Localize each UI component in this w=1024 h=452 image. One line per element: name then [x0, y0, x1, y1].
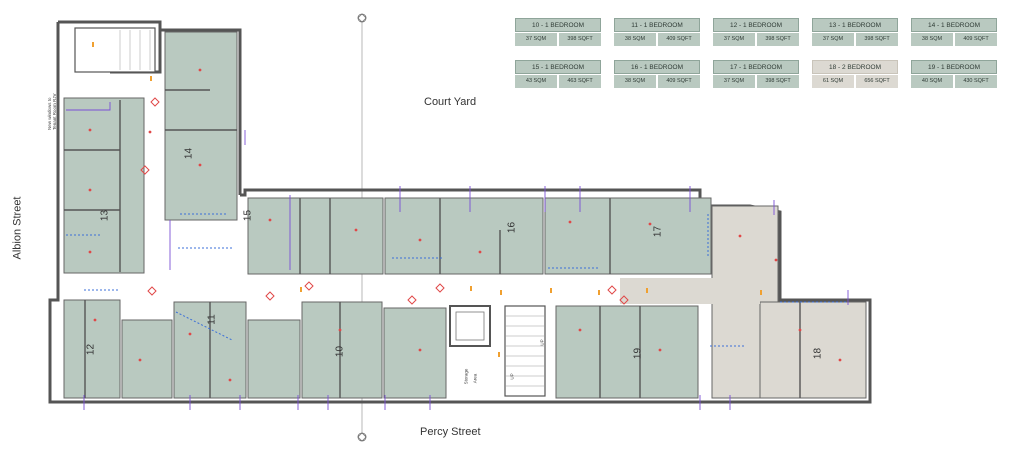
legend-card-sqft: 409 SQFT	[658, 33, 700, 46]
legend-card-17: 17 - 1 BEDROOM 37 SQM 398 SQFT	[713, 60, 799, 88]
apartment-13	[63, 97, 145, 274]
legend-card-sqft: 398 SQFT	[757, 33, 799, 46]
legend-card-14: 14 - 1 BEDROOM 38 SQM 409 SQFT	[911, 18, 997, 46]
legend-card-title: 11 - 1 BEDROOM	[614, 18, 700, 32]
interior-walls	[64, 89, 801, 398]
apartment-16	[384, 197, 544, 275]
window-note-line2: Tenant Room RJV	[52, 93, 57, 130]
service-risers	[66, 102, 849, 410]
legend-card-16: 16 - 1 BEDROOM 38 SQM 409 SQFT	[614, 60, 700, 88]
apartment-12b	[121, 319, 173, 399]
legend-card-title: 10 - 1 BEDROOM	[515, 18, 601, 32]
legend-card-sqm: 61 SQM	[812, 75, 854, 88]
apartment-15	[247, 197, 384, 275]
stair-up-label: UP	[509, 373, 515, 380]
apartment-18	[759, 301, 867, 399]
apartment-10b	[383, 307, 447, 399]
legend-card-sqft: 398 SQFT	[559, 33, 601, 46]
legend-card-sqft: 656 SQFT	[856, 75, 898, 88]
access-markers	[92, 42, 762, 357]
storage-area-label: Area	[472, 373, 478, 384]
legend-card-title: 14 - 1 BEDROOM	[911, 18, 997, 32]
legend-card-sqm: 38 SQM	[614, 33, 656, 46]
court-yard-label: Court Yard	[424, 96, 477, 108]
legend-card-sqft: 430 SQFT	[955, 75, 997, 88]
legend-card-15: 15 - 1 BEDROOM 43 SQM 463 SQFT	[515, 60, 601, 88]
legend-card-10: 10 - 1 BEDROOM 37 SQM 398 SQFT	[515, 18, 601, 46]
legend-card-title: 19 - 1 BEDROOM	[911, 60, 997, 74]
legend-card-sqft: 398 SQFT	[856, 33, 898, 46]
legend-card-sqm: 37 SQM	[713, 75, 755, 88]
unit-number-19: 19	[632, 347, 644, 360]
unit-number-11: 11	[206, 314, 218, 325]
legend-card-title: 12 - 1 BEDROOM	[713, 18, 799, 32]
unit-number-12: 12	[85, 343, 97, 356]
legend-card-title: 18 - 2 BEDROOM	[812, 60, 898, 74]
common-corridor-alt	[620, 278, 760, 304]
axis-marker-top	[357, 13, 367, 23]
fire-doors	[140, 97, 629, 305]
legend-card-sqm: 38 SQM	[911, 33, 953, 46]
legend-card-sqft: 409 SQFT	[955, 33, 997, 46]
unit-number-16: 16	[506, 221, 518, 234]
albion-street-label: Albion Street	[11, 196, 24, 260]
apartment-12	[63, 299, 121, 399]
legend-card-13: 13 - 1 BEDROOM 37 SQM 398 SQFT	[812, 18, 898, 46]
legend-card-title: 15 - 1 BEDROOM	[515, 60, 601, 74]
fire-markers	[88, 68, 842, 382]
legend-card-12: 12 - 1 BEDROOM 37 SQM 398 SQFT	[713, 18, 799, 46]
legend-card-sqm: 43 SQM	[515, 75, 557, 88]
unit-number-17: 17	[652, 225, 664, 238]
apartment-19	[555, 305, 699, 399]
apartment-17	[544, 197, 712, 275]
apartment-11b	[247, 319, 301, 399]
unit-number-14: 14	[183, 147, 195, 160]
legend-card-19: 19 - 1 BEDROOM 40 SQM 430 SQFT	[911, 60, 997, 88]
legend-card-sqm: 37 SQM	[713, 33, 755, 46]
legend-card-title: 16 - 1 BEDROOM	[614, 60, 700, 74]
apartment-14	[164, 31, 238, 221]
unit-number-10: 10	[334, 345, 346, 358]
apartment-10	[301, 301, 383, 399]
apartment-areas	[63, 31, 867, 399]
legend-card-sqm: 37 SQM	[812, 33, 854, 46]
axis-marker-bottom	[357, 432, 367, 442]
legend-card-sqm: 40 SQM	[911, 75, 953, 88]
legend-card-title: 13 - 1 BEDROOM	[812, 18, 898, 32]
legend-card-sqm: 37 SQM	[515, 33, 557, 46]
unit-number-18: 18	[812, 347, 824, 360]
storage-label: Storage	[463, 368, 469, 385]
window-note: New windows to Tenant Room RJV	[47, 93, 57, 130]
drainage-runs	[66, 213, 846, 347]
unit-number-13: 13	[99, 209, 111, 222]
legend-card-sqm: 38 SQM	[614, 75, 656, 88]
stair-up-label-2: UP	[539, 339, 545, 346]
legend-card-sqft: 409 SQFT	[658, 75, 700, 88]
legend-card-sqft: 398 SQFT	[757, 75, 799, 88]
unit-number-15: 15	[242, 209, 254, 222]
percy-street-label: Percy Street	[420, 426, 481, 438]
legend-card-11: 11 - 1 BEDROOM 38 SQM 409 SQFT	[614, 18, 700, 46]
stair-core	[74, 27, 546, 397]
legend-card-sqft: 463 SQFT	[559, 75, 601, 88]
legend-card-18: 18 - 2 BEDROOM 61 SQM 656 SQFT	[812, 60, 898, 88]
legend-card-title: 17 - 1 BEDROOM	[713, 60, 799, 74]
